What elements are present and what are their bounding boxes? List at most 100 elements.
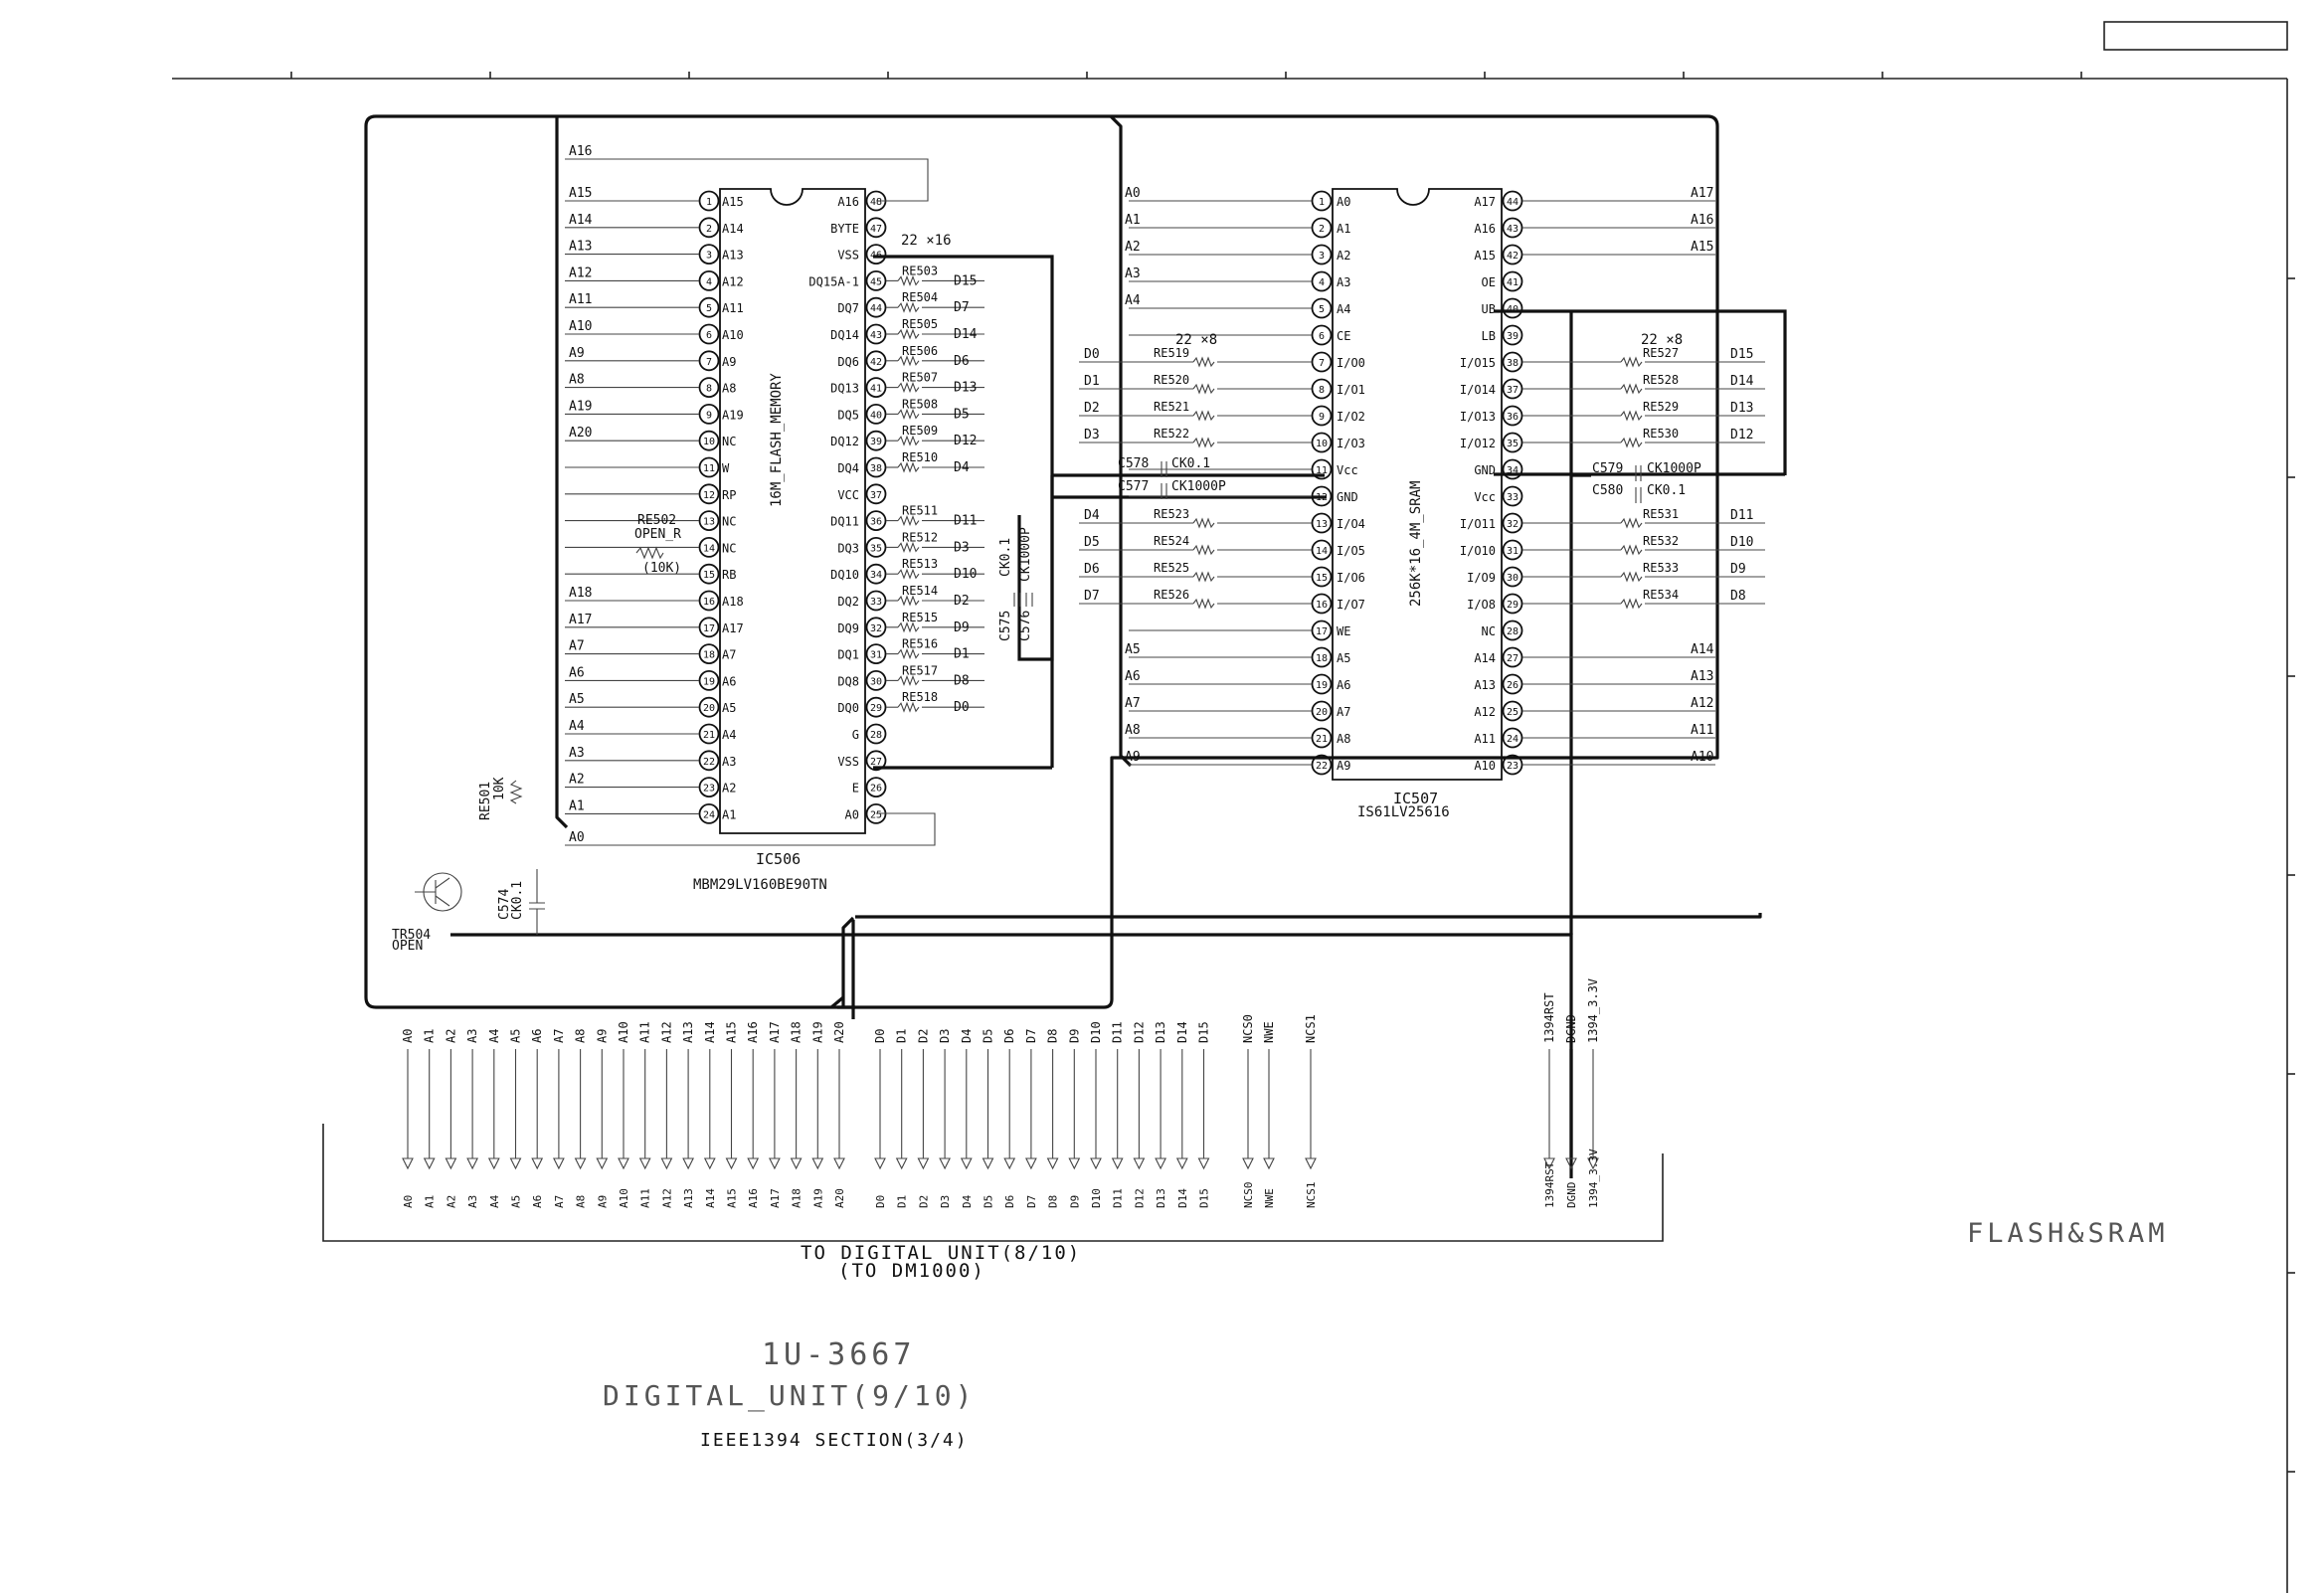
flash-series-resistor <box>897 355 920 367</box>
flash-resistor-ref: RE507 <box>902 371 938 385</box>
sram-left-pin-name: A9 <box>1337 759 1350 773</box>
flash-series-resistor <box>897 515 920 527</box>
c578-ref: C578 <box>1118 456 1149 471</box>
connector-arrow-icon <box>1090 1157 1102 1170</box>
sram-right-resistor-ref: RE534 <box>1643 588 1679 602</box>
sram-left-pin-circle <box>1311 700 1333 722</box>
flash-right-pin-circle <box>865 350 887 372</box>
sram-right-pin-name: A13 <box>1474 678 1496 692</box>
sram-right-pin-name: A11 <box>1474 732 1496 746</box>
flash-data-net-label: D1 <box>954 647 970 662</box>
flash-series-resistor <box>897 541 920 553</box>
sram-right-net-label: A10 <box>1691 750 1713 765</box>
connector-top-label: A3 <box>465 1029 479 1043</box>
sram-right-net-label: A17 <box>1691 186 1713 201</box>
flash-right-pin-name: E <box>852 782 859 796</box>
flash-left-pin-number: 16 <box>703 597 715 608</box>
connector-top-label: NCS1 <box>1304 1014 1318 1043</box>
connector-block: A0A0A1A1A2A2A3A3A4A4A5A5A6A6A7A7A8A8A9A9… <box>401 978 1600 1208</box>
block-title: FLASH&SRAM <box>1967 1218 2169 1249</box>
sram-left-net-label: A1 <box>1125 213 1141 228</box>
sram-left-pin-number: 10 <box>1316 439 1328 449</box>
connector-arrow-icon <box>423 1157 436 1170</box>
sram-right-pin-name: I/O12 <box>1460 437 1496 450</box>
connector-bottom-label: A3 <box>466 1195 479 1208</box>
sram-left-net-label: D3 <box>1084 428 1100 442</box>
flash-left-pin-name: A10 <box>722 328 744 342</box>
connector-bottom-label: D14 <box>1176 1188 1189 1208</box>
sram-right-pin-circle <box>1502 297 1523 319</box>
sram-left-pin-circle <box>1311 485 1333 507</box>
sram-right-pin-circle <box>1502 673 1523 695</box>
sram-left-pin-name: WE <box>1337 624 1350 638</box>
connector-top-label: A4 <box>487 1029 501 1043</box>
connector-top-label: A8 <box>574 1029 588 1043</box>
sram-right-pin-number: 33 <box>1507 492 1519 503</box>
sram-right-pin-circle <box>1502 700 1523 722</box>
flash-left-pin-name: A11 <box>722 301 744 315</box>
connector-bottom-label: D0 <box>874 1195 887 1208</box>
flash-right-pin-name: DQ8 <box>837 674 859 688</box>
connector-bottom-label: D10 <box>1090 1188 1103 1208</box>
flash-right-pin-number: 34 <box>870 570 882 581</box>
sram-right-pin-name: I/O14 <box>1460 383 1496 397</box>
sram-left-net-label: D7 <box>1084 589 1100 604</box>
sram-left-pin-name: A7 <box>1337 705 1350 719</box>
flash-left-pin-name: A17 <box>722 621 744 635</box>
flash-left-pin-name: NC <box>722 515 736 529</box>
sram-left-resistor <box>1192 598 1215 610</box>
connector-top-label: NCS0 <box>1241 1014 1255 1043</box>
connector-top-label: A5 <box>509 1029 523 1043</box>
connector-top-label: A11 <box>638 1021 652 1043</box>
flash-a16-wire <box>565 158 929 202</box>
flash-series-resistor <box>897 328 920 340</box>
connector-arrow-icon <box>1111 1157 1124 1170</box>
c579-value: CK1000P <box>1647 461 1701 476</box>
flash-left-pin-number: 8 <box>706 384 712 395</box>
sram-left-pin-name: I/O7 <box>1337 598 1365 612</box>
tr504-transistor <box>415 872 462 912</box>
sram-left-pin-number: 21 <box>1316 734 1328 745</box>
flash-series-resistor <box>897 408 920 420</box>
sram-right-pin-number: 40 <box>1507 304 1519 315</box>
connector-top-label: A2 <box>444 1029 457 1043</box>
sram-ref: IC507 <box>1393 790 1438 807</box>
flash-left-pin-name: A19 <box>722 408 744 422</box>
sram-right-pin-name: A15 <box>1474 249 1496 263</box>
connector-top-label: A6 <box>530 1029 544 1043</box>
sram-right-pin-circle <box>1502 458 1523 480</box>
sram-right-net-label: D11 <box>1730 508 1753 523</box>
flash-left-pin-circle <box>698 670 720 691</box>
flash-right-pin-name: DQ15A-1 <box>808 274 859 288</box>
sram-left-pin-circle <box>1311 593 1333 615</box>
flash-series-resistor <box>897 461 920 473</box>
sram-left-pin-name: A4 <box>1337 302 1350 316</box>
connector-top-label: A7 <box>552 1029 566 1043</box>
flash-right-pin-name: BYTE <box>830 222 859 236</box>
flash-left-pin-circle <box>698 696 720 718</box>
sram-left-pin-number: 16 <box>1316 600 1328 611</box>
flash-right-pin-number: 35 <box>870 543 882 554</box>
flash-left-pin-circle <box>698 269 720 291</box>
connector-top-label: A9 <box>595 1029 609 1043</box>
connector-bottom-label: A11 <box>639 1188 652 1208</box>
sram-right-pin-circle <box>1502 646 1523 668</box>
flash-right-pin-number: 41 <box>870 384 882 395</box>
sram-right-resistor-ref: RE528 <box>1643 373 1679 387</box>
sram-right-net-label: A11 <box>1691 723 1713 738</box>
flash-right-pin-number: 43 <box>870 330 882 341</box>
sram-right-pin-name: LB <box>1482 329 1496 343</box>
connector-top-label: D3 <box>938 1029 952 1043</box>
sram-left-pin-circle <box>1311 297 1333 319</box>
sram-left-pin-circle <box>1311 378 1333 400</box>
connector-top-label: A0 <box>401 1029 415 1043</box>
flash-left-net-label: A15 <box>569 186 592 201</box>
sram-left-net-label: A4 <box>1125 293 1141 308</box>
flash-left-pin-name: RP <box>722 488 736 502</box>
sram-left-pin-name: I/O2 <box>1337 410 1365 424</box>
sram-right-pin-name: A10 <box>1474 759 1496 773</box>
flash-left-pin-circle <box>698 190 720 212</box>
sram-right-pin-name: A16 <box>1474 222 1496 236</box>
connector-arrow-icon <box>574 1157 587 1170</box>
